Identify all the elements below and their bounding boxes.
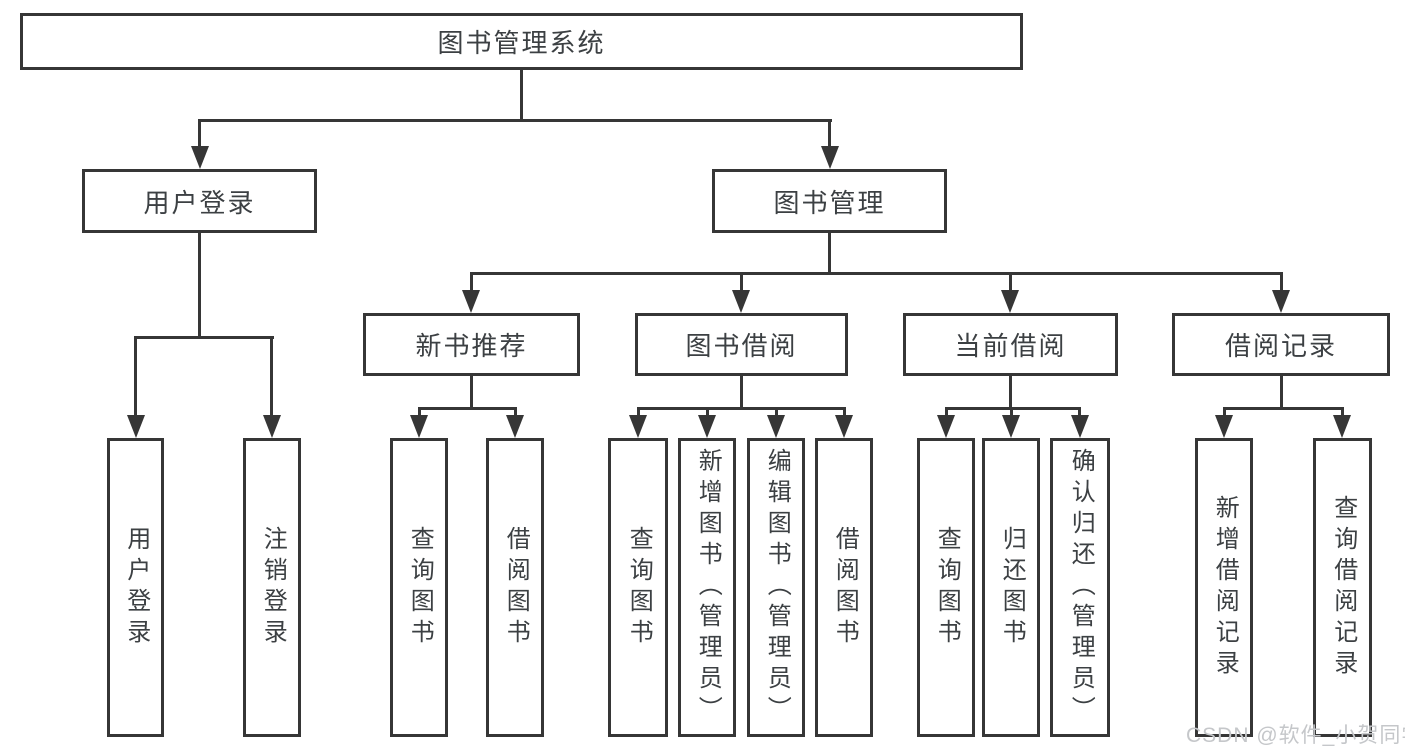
arrow-down-icon (835, 415, 853, 438)
leaf-label: 用户登录 (122, 525, 150, 650)
arrow-down-icon (937, 415, 955, 438)
connector-line (198, 119, 832, 122)
node-root: 图书管理系统 (20, 13, 1023, 70)
arrow-down-icon (698, 415, 716, 438)
connector-line (198, 119, 201, 149)
connector-line (828, 233, 831, 275)
node-new-book-recommend: 新书推荐 (363, 313, 580, 376)
connector-line (843, 407, 846, 418)
leaf-edit-book-admin: 编辑图书（管理员） (747, 438, 805, 737)
node-borrow-records: 借阅记录 (1172, 313, 1390, 376)
leaf-label: 新增图书（管理员） (694, 448, 722, 727)
connector-line (418, 407, 421, 418)
arrow-down-icon (462, 290, 480, 313)
leaf-label: 查询图书 (406, 525, 434, 650)
arrow-down-icon (1002, 415, 1020, 438)
node-book-management: 图书管理 (712, 169, 947, 233)
leaf-add-borrow-record: 新增借阅记录 (1195, 438, 1253, 737)
connector-line (198, 233, 201, 337)
connector-line (1280, 375, 1283, 408)
leaf-label: 确认归还（管理员） (1067, 448, 1095, 727)
connector-line (470, 376, 473, 408)
arrow-down-icon (263, 415, 281, 438)
connector-line (470, 272, 1283, 275)
leaf-label: 归还图书 (998, 525, 1026, 650)
leaf-label: 借阅图书 (502, 525, 530, 650)
connector-line (1223, 407, 1226, 418)
watermark: CSDN @软件_小贺同学 (1186, 724, 1405, 747)
connector-line (1280, 272, 1283, 292)
connector-line (775, 407, 778, 418)
arrow-down-icon (732, 290, 750, 313)
leaf-label: 编辑图书（管理员） (763, 448, 791, 727)
connector-line (470, 272, 473, 292)
connector-line (740, 272, 743, 292)
arrow-down-icon (767, 415, 785, 438)
leaf-label: 查询图书 (933, 525, 961, 650)
connector-line (706, 407, 709, 418)
arrow-down-icon (821, 146, 839, 169)
arrow-down-icon (1333, 415, 1351, 438)
leaf-label: 查询图书 (625, 525, 653, 650)
arrow-down-icon (410, 415, 428, 438)
leaf-confirm-return-admin: 确认归还（管理员） (1050, 438, 1110, 737)
node-current-borrow: 当前借阅 (903, 313, 1118, 376)
connector-line (270, 336, 273, 417)
leaf-query-book-current: 查询图书 (917, 438, 975, 737)
leaf-label: 查询借阅记录 (1329, 494, 1357, 681)
connector-line (637, 407, 640, 418)
arrow-down-icon (1215, 415, 1233, 438)
leaf-user-login: 用户登录 (107, 438, 164, 737)
leaf-return-book: 归还图书 (982, 438, 1040, 737)
leaf-borrow-book: 借阅图书 (815, 438, 873, 737)
connector-line (1341, 407, 1344, 418)
connector-line (637, 407, 845, 410)
connector-line (1010, 407, 1013, 418)
arrow-down-icon (506, 415, 524, 438)
connector-line (740, 376, 743, 408)
connector-line (134, 336, 137, 417)
leaf-query-book-borrow: 查询图书 (608, 438, 668, 737)
leaf-label: 借阅图书 (831, 525, 859, 650)
node-book-borrow: 图书借阅 (635, 313, 848, 376)
leaf-query-borrow-record: 查询借阅记录 (1313, 438, 1372, 737)
leaf-label: 注销登录 (259, 525, 287, 650)
arrow-down-icon (629, 415, 647, 438)
arrow-down-icon (1071, 415, 1089, 438)
leaf-add-book-admin: 新增图书（管理员） (678, 438, 736, 737)
connector-line (1009, 376, 1012, 408)
leaf-query-book-recommend: 查询图书 (390, 438, 448, 737)
connector-line (945, 407, 948, 418)
connector-line (945, 407, 1081, 410)
connector-line (1223, 407, 1343, 410)
arrow-down-icon (191, 146, 209, 169)
connector-line (828, 119, 831, 149)
connector-line (418, 407, 517, 410)
connector-line (520, 70, 523, 120)
connector-line (134, 336, 274, 339)
arrow-down-icon (127, 415, 145, 438)
leaf-label: 新增借阅记录 (1211, 494, 1239, 681)
arrow-down-icon (1001, 290, 1019, 313)
leaf-logout-login: 注销登录 (243, 438, 301, 737)
connector-line (1078, 407, 1081, 418)
connector-line (1009, 272, 1012, 292)
node-user-login: 用户登录 (82, 169, 317, 233)
connector-line (514, 407, 517, 418)
leaf-borrow-book-recommend: 借阅图书 (486, 438, 544, 737)
arrow-down-icon (1272, 290, 1290, 313)
